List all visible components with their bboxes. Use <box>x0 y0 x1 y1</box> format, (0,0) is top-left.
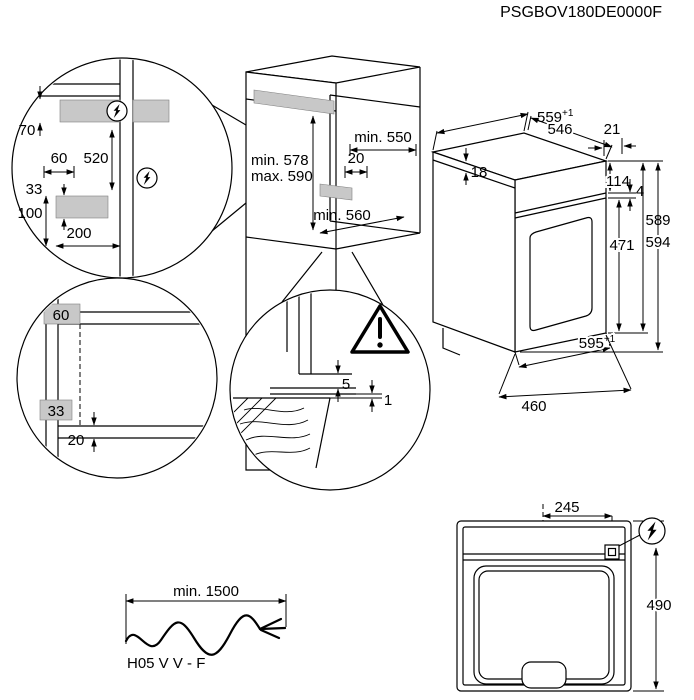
power-cable-drawing: min. 1500 H05 V V - F <box>124 583 287 672</box>
dim-594-label: 594 <box>645 234 670 251</box>
dim-114-label: 114 <box>606 173 630 190</box>
dim-33-label: 33 <box>26 181 43 198</box>
dim-5-label: 5 <box>342 376 350 393</box>
dim-1-label: 1 <box>384 392 392 409</box>
dim-520-label: 520 <box>83 150 108 167</box>
dim-60-label: 60 <box>51 150 68 167</box>
dim-min-550-label: min. 550 <box>354 129 412 146</box>
callout-leader-lines <box>211 104 384 306</box>
dim-min-560-label: min. 560 <box>313 207 371 224</box>
detail-circle-bottom-mounting: 60 33 20 <box>16 277 218 479</box>
warning-icon <box>350 304 410 354</box>
dim-595-label: 595+1 <box>579 334 616 352</box>
dim-21-label: 21 <box>604 121 621 138</box>
dim-100-label: 100 <box>17 205 42 222</box>
dim-max-590-label: max. 590 <box>251 168 313 185</box>
dim-460-label: 460 <box>521 398 546 415</box>
cable-length-label: min. 1500 <box>173 583 239 600</box>
dim-20-label: 20 <box>348 150 365 167</box>
dim-245-label: 245 <box>554 499 579 516</box>
mounting-rail-lower <box>55 195 109 219</box>
cable-curve <box>124 614 262 656</box>
dim-546-label: 546 <box>547 121 572 138</box>
dim-490-label: 490 <box>646 597 671 614</box>
dim-min-578-label: min. 578 <box>251 152 309 169</box>
dim-33-label: 33 <box>48 403 65 420</box>
dim-60-label: 60 <box>53 307 70 324</box>
oven-perspective-drawing: 559+1 546 21 18 114 4 471 589 594 595+1 <box>430 108 673 415</box>
detail-circle-top-mounting: 70 60 520 33 100 200 <box>11 57 233 279</box>
detail-circle-trim-clearance: 5 1 <box>229 289 431 491</box>
oven-top-view: 245 490 <box>456 499 674 692</box>
connection-box <box>604 544 620 560</box>
dim-471-label: 471 <box>609 237 634 254</box>
dim-18-label: 18 <box>471 164 488 181</box>
dim-20-label: 20 <box>68 432 85 449</box>
oven-door-window <box>529 216 593 332</box>
dim-70-label: 70 <box>19 122 36 139</box>
mounting-strip-top <box>253 89 335 115</box>
dim-200-label: 200 <box>66 225 91 242</box>
document-code: PSGBOV180DE0000F <box>500 4 662 21</box>
dim-4-label: 4 <box>636 183 644 200</box>
mounting-strip-back <box>319 183 353 201</box>
cavity-notch <box>521 661 567 689</box>
cable-type-label: H05 V V - F <box>127 655 205 672</box>
